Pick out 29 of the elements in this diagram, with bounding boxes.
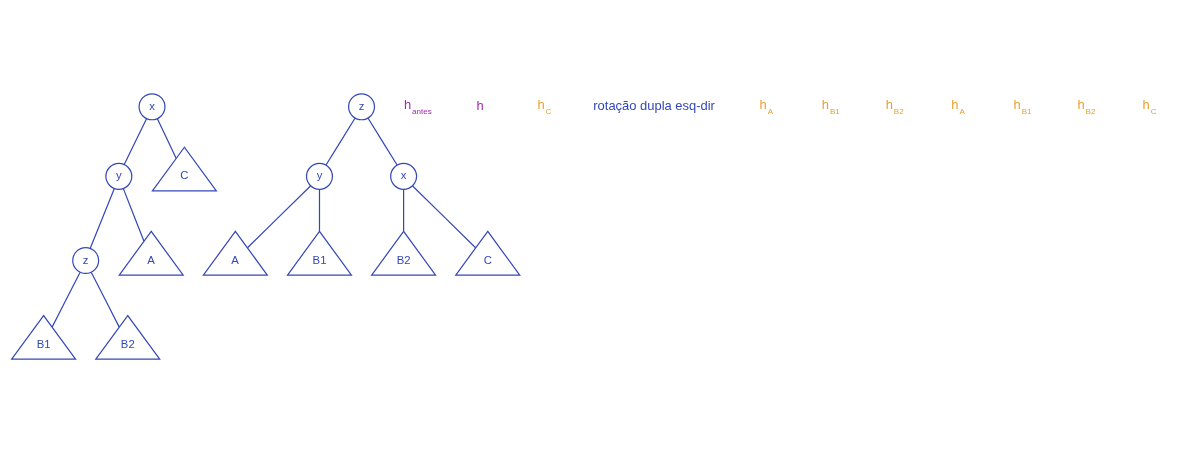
node-circle: x [138, 93, 166, 121]
connector [325, 117, 356, 166]
node-circle: z [72, 246, 100, 275]
connector [123, 118, 148, 166]
node-circle: x [390, 162, 418, 190]
label: h$_{A}$ [759, 97, 774, 116]
label: h$_{C}$ [537, 97, 552, 116]
node-circle: y [105, 162, 133, 190]
label: h$_{C}$ [1142, 97, 1157, 116]
label: h$_{B2}$ [1077, 97, 1096, 116]
connector [156, 118, 177, 159]
label: h$_{A}$ [951, 97, 965, 116]
connector [403, 188, 405, 232]
connector [367, 117, 398, 166]
connector [122, 188, 145, 242]
label: rotação dupla esq-dir [593, 97, 715, 113]
connector [412, 185, 477, 249]
connector [246, 185, 312, 249]
connector [318, 188, 321, 232]
label: h [476, 97, 484, 113]
node-circle: z [348, 93, 376, 121]
connector [51, 271, 81, 328]
label: h$_{B2}$ [885, 97, 904, 116]
label: h$_{antes}$ [404, 97, 432, 116]
connector [89, 188, 115, 249]
label: h$_{B1}$ [1013, 97, 1032, 116]
node-circle: y [305, 162, 334, 190]
label: h$_{B1}$ [821, 97, 840, 116]
connector [90, 271, 120, 328]
